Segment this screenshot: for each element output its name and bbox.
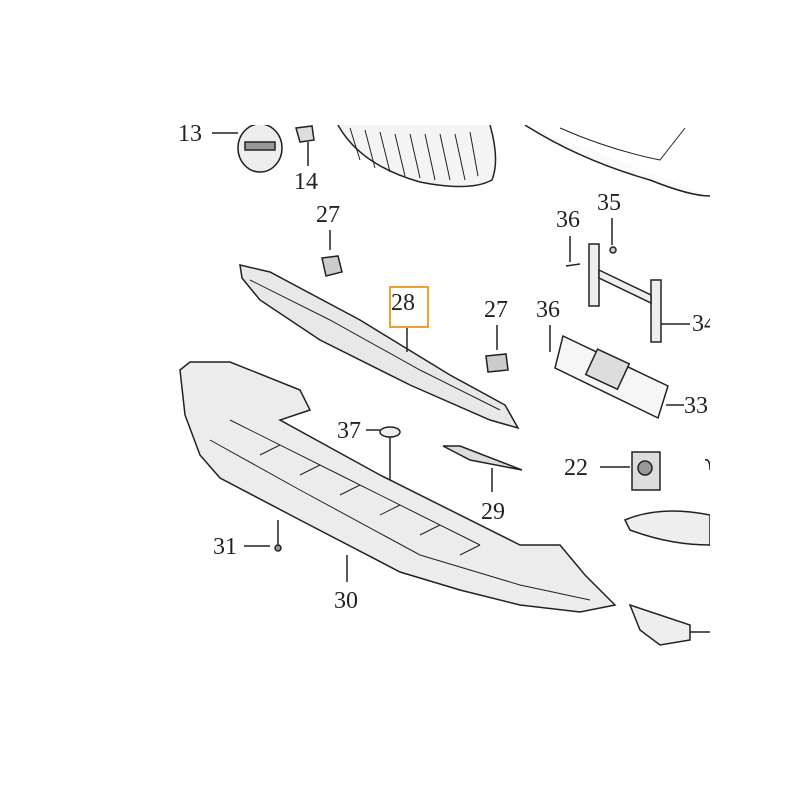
callout-30[interactable]: 30 [334, 588, 358, 614]
diagram-drawing [179, 125, 710, 646]
callout-22[interactable]: 22 [564, 455, 588, 481]
callout-31[interactable]: 31 [213, 534, 237, 560]
bracket-27-left [321, 230, 343, 277]
callout-33[interactable]: 33 [684, 393, 708, 419]
callout-29[interactable]: 29 [481, 499, 505, 525]
fog-trim-part [623, 510, 710, 546]
bracket-27-right [485, 325, 509, 373]
push-clip-37 [366, 426, 401, 480]
license-bracket-34 [565, 218, 690, 343]
sensor-bracket-22 [600, 451, 661, 491]
callout-35[interactable]: 35 [597, 190, 621, 216]
callout-36-upper[interactable]: 36 [556, 207, 580, 233]
parts-diagram [0, 125, 710, 685]
bumper-part [524, 125, 710, 197]
callout-34[interactable]: 34 [692, 312, 710, 336]
upper-spoiler-strip-28 [239, 264, 520, 430]
splash-shield-30 [179, 361, 617, 613]
highlight-box-28 [389, 286, 429, 328]
callout-14[interactable]: 14 [294, 169, 318, 195]
callout-37[interactable]: 37 [337, 418, 361, 444]
grille-part [337, 125, 497, 188]
callout-13[interactable]: 13 [178, 121, 202, 147]
callout-34-text: 34 [692, 312, 710, 336]
emblem-part [212, 125, 283, 173]
screw-31 [244, 520, 282, 552]
lower-trim-part [628, 603, 691, 646]
callout-27-left[interactable]: 27 [316, 202, 340, 228]
callout-36-lower[interactable]: 36 [536, 297, 560, 323]
license-holder-33 [549, 325, 684, 420]
clip-part [295, 125, 315, 166]
trim-strip-29 [442, 445, 523, 492]
callout-28[interactable]: 28 [391, 290, 415, 316]
callout-27-right[interactable]: 27 [484, 297, 508, 323]
